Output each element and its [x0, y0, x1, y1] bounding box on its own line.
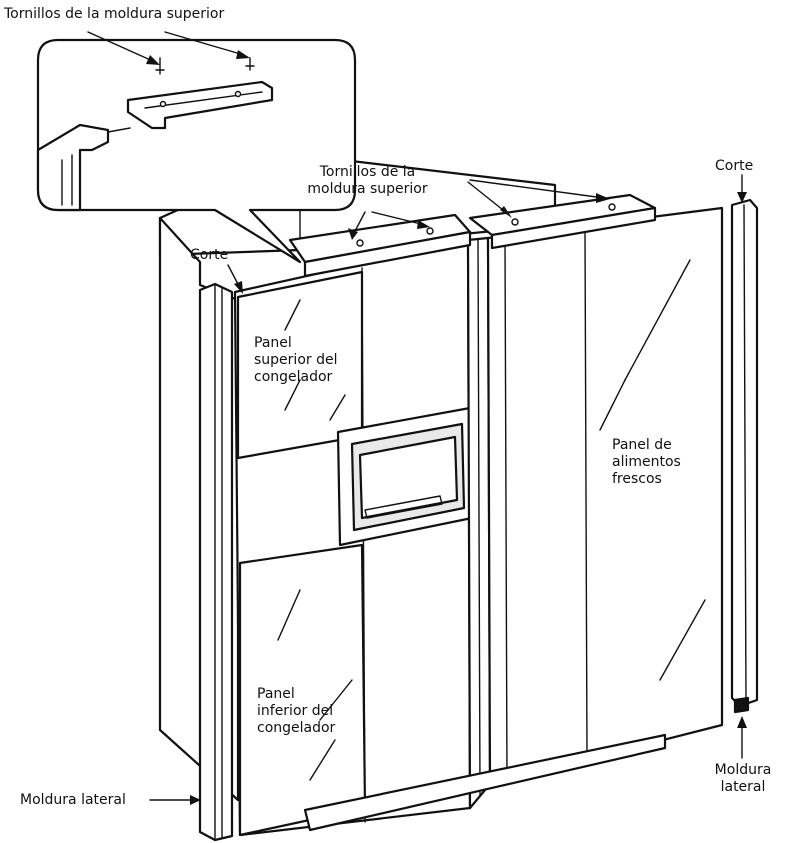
label-fresh-food-line2: alimentos	[612, 454, 681, 470]
label-cut-left: Corte	[190, 247, 229, 263]
label-top-trim-screws-line1: Tornillos de la	[319, 164, 416, 180]
base-grille	[303, 733, 667, 832]
right-side-trim	[730, 198, 759, 714]
fresh-food-panel-glare	[599, 259, 706, 681]
label-cut-right: Corte	[715, 158, 754, 174]
label-freezer-upper-line3: congelador	[254, 369, 333, 385]
label-side-trim-right-line1: Moldura	[714, 762, 772, 778]
label-freezer-upper-line2: superior del	[254, 352, 338, 368]
label-top-trim-screws-line2: moldura superior	[307, 181, 428, 197]
label-top-trim-screws: Tornillos de la moldura superior	[300, 164, 435, 198]
label-freezer-upper-panel: Panel superior del congelador	[254, 335, 337, 386]
label-freezer-lower-line2: inferior del	[257, 703, 334, 719]
label-freezer-upper-line1: Panel	[254, 335, 292, 351]
top-trim-right	[468, 193, 657, 250]
label-freezer-lower-line1: Panel	[257, 686, 295, 702]
center-door-gap	[466, 236, 492, 810]
label-side-trim-left: Moldura lateral	[20, 792, 126, 808]
label-fresh-food-line1: Panel de	[612, 437, 672, 453]
label-top-trim-screws-inset: Tornillos de la moldura superior	[4, 6, 225, 22]
fresh-food-door	[486, 206, 724, 786]
label-fresh-food-panel: Panel de alimentos frescos	[612, 437, 681, 488]
dispenser	[336, 406, 474, 547]
inset-callout	[36, 38, 357, 264]
label-freezer-lower-line3: congelador	[257, 720, 336, 736]
label-side-trim-right: Moldura lateral	[712, 762, 774, 796]
label-side-trim-right-line2: lateral	[720, 779, 766, 795]
freezer-upper-panel	[236, 270, 364, 460]
leader-arrows	[87, 31, 747, 805]
label-freezer-lower-panel: Panel inferior del congelador	[257, 686, 335, 737]
label-fresh-food-line3: frescos	[612, 471, 662, 487]
left-side-trim	[198, 282, 234, 842]
